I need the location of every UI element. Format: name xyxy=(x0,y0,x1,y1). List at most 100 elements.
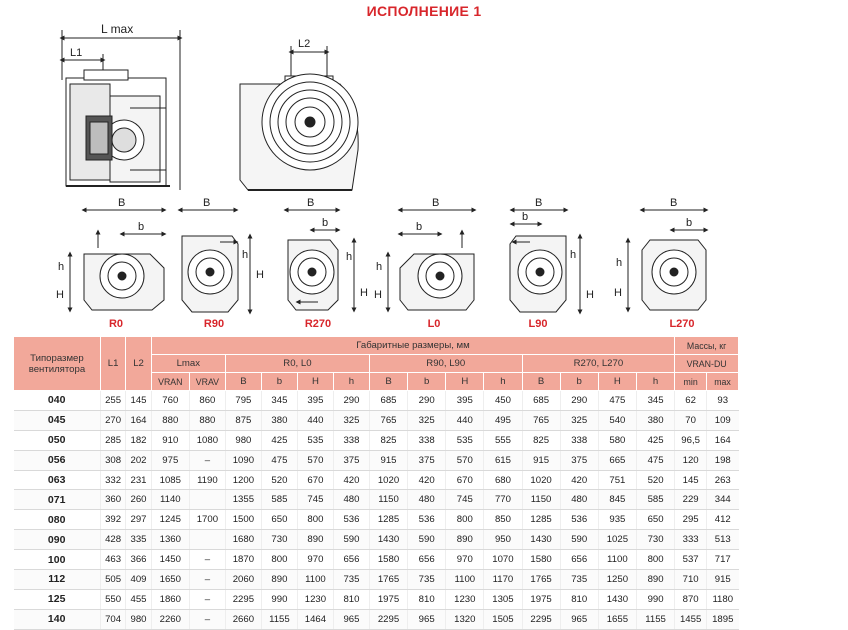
table-cell: 109 xyxy=(706,410,739,431)
table-cell: 1080 xyxy=(188,430,226,451)
table-cell: 1430 xyxy=(597,589,637,610)
table-cell xyxy=(188,489,226,511)
table-cell: 463 xyxy=(99,549,126,571)
header-vrav: VRAV xyxy=(188,372,226,391)
table-cell: 475 xyxy=(597,390,637,411)
r0-dim-b: B xyxy=(118,197,125,209)
table-cell: 96,5 xyxy=(674,430,707,451)
l270-dim-b-small: b xyxy=(686,217,692,229)
table-cell: 480 xyxy=(332,489,370,511)
table-cell: 915 xyxy=(368,450,408,471)
table-cell: 1430 xyxy=(521,529,561,551)
table-cell: 1464 xyxy=(296,609,334,630)
header-r90-h: h xyxy=(483,372,523,391)
table-cell: 380 xyxy=(260,410,298,431)
table-cell: 285 xyxy=(99,430,126,451)
table-cell: 1170 xyxy=(483,569,523,590)
table-cell: 1500 xyxy=(224,509,262,531)
table-cell-model: 100 xyxy=(13,549,101,571)
table-cell: 1450 xyxy=(150,549,190,571)
table-cell: 513 xyxy=(706,529,739,551)
table-cell: 1860 xyxy=(150,589,190,610)
table-header-row-1: Типоразмер вентилятора L1 L2 Габаритные … xyxy=(13,336,739,391)
l0-dim-b-small: b xyxy=(416,221,422,233)
table-cell: 535 xyxy=(445,430,484,451)
table-cell: 710 xyxy=(674,569,707,590)
table-cell: 650 xyxy=(635,509,675,531)
table-cell: 950 xyxy=(483,529,523,551)
view-l0-drawing xyxy=(385,207,477,313)
table-cell: 656 xyxy=(559,549,599,571)
table-cell: 1975 xyxy=(368,589,408,610)
table-cell: 338 xyxy=(332,430,370,451)
table-cell: 970 xyxy=(296,549,334,571)
view-label-r0: R0 xyxy=(108,318,124,330)
table-cell-model: 112 xyxy=(13,569,101,590)
view-l270-drawing xyxy=(625,207,709,313)
table-cell: 1430 xyxy=(368,529,408,551)
table-cell: 480 xyxy=(407,489,446,511)
table-cell: 475 xyxy=(635,450,675,471)
table-cell: 2060 xyxy=(224,569,262,590)
view-r270-drawing xyxy=(283,207,357,313)
table-cell: 335 xyxy=(125,529,152,551)
view-label-l270: L270 xyxy=(669,318,695,330)
table-cell: 735 xyxy=(559,569,599,590)
header-dims-group: Габаритные размеры, мм xyxy=(150,336,676,355)
header-r270-H: H xyxy=(597,372,637,391)
table-cell: 425 xyxy=(260,430,298,451)
table-cell: 585 xyxy=(635,489,675,511)
table-cell: 1090 xyxy=(224,450,262,471)
table-cell: 395 xyxy=(445,390,484,411)
table-cell: 850 xyxy=(483,509,523,531)
table-cell: 965 xyxy=(559,609,599,630)
table-cell: 1100 xyxy=(597,549,637,571)
table-cell: 875 xyxy=(224,410,262,431)
header-group-r90: R90, L90 xyxy=(368,354,523,373)
table-cell: 730 xyxy=(635,529,675,551)
table-cell: 1580 xyxy=(368,549,408,571)
table-cell: 1870 xyxy=(224,549,262,571)
dim-l1-label: L1 xyxy=(70,47,82,59)
view-label-l90: L90 xyxy=(528,318,548,330)
view-label-l0: L0 xyxy=(427,318,441,330)
table-cell: 890 xyxy=(635,569,675,590)
l0-dim-h: H xyxy=(374,289,382,301)
table-cell: 440 xyxy=(445,410,484,431)
table-cell: 1155 xyxy=(260,609,298,630)
r0-dim-h: H xyxy=(56,289,64,301)
table-cell: 450 xyxy=(483,390,523,411)
l270-dim-h-small: h xyxy=(616,257,622,269)
table-cell: 62 xyxy=(674,390,707,411)
table-cell: 990 xyxy=(260,589,298,610)
l90-dim-b-small: b xyxy=(522,211,528,223)
table-cell: – xyxy=(188,549,226,571)
table-cell: 2295 xyxy=(224,589,262,610)
table-cell: 295 xyxy=(674,509,707,531)
header-r270-B: B xyxy=(521,372,561,391)
table-cell: 536 xyxy=(559,509,599,531)
table-cell: 120 xyxy=(674,450,707,471)
table-cell-model: 050 xyxy=(13,430,101,451)
table-cell: 425 xyxy=(635,430,675,451)
table-cell: 145 xyxy=(125,390,152,411)
table-cell: 730 xyxy=(260,529,298,551)
table-cell: 800 xyxy=(445,509,484,531)
l0-dim-h-small: h xyxy=(376,261,382,273)
table-cell: 1150 xyxy=(368,489,408,511)
table-cell: 475 xyxy=(260,450,298,471)
table-cell: 535 xyxy=(296,430,334,451)
table-cell: 392 xyxy=(99,509,126,531)
table-cell: 520 xyxy=(635,470,675,491)
table-cell: 332 xyxy=(99,470,126,491)
front-view-drawing xyxy=(239,46,359,191)
table-cell: 420 xyxy=(407,470,446,491)
table-cell: 915 xyxy=(521,450,561,471)
table-cell: 704 xyxy=(99,609,126,630)
table-cell: 202 xyxy=(125,450,152,471)
